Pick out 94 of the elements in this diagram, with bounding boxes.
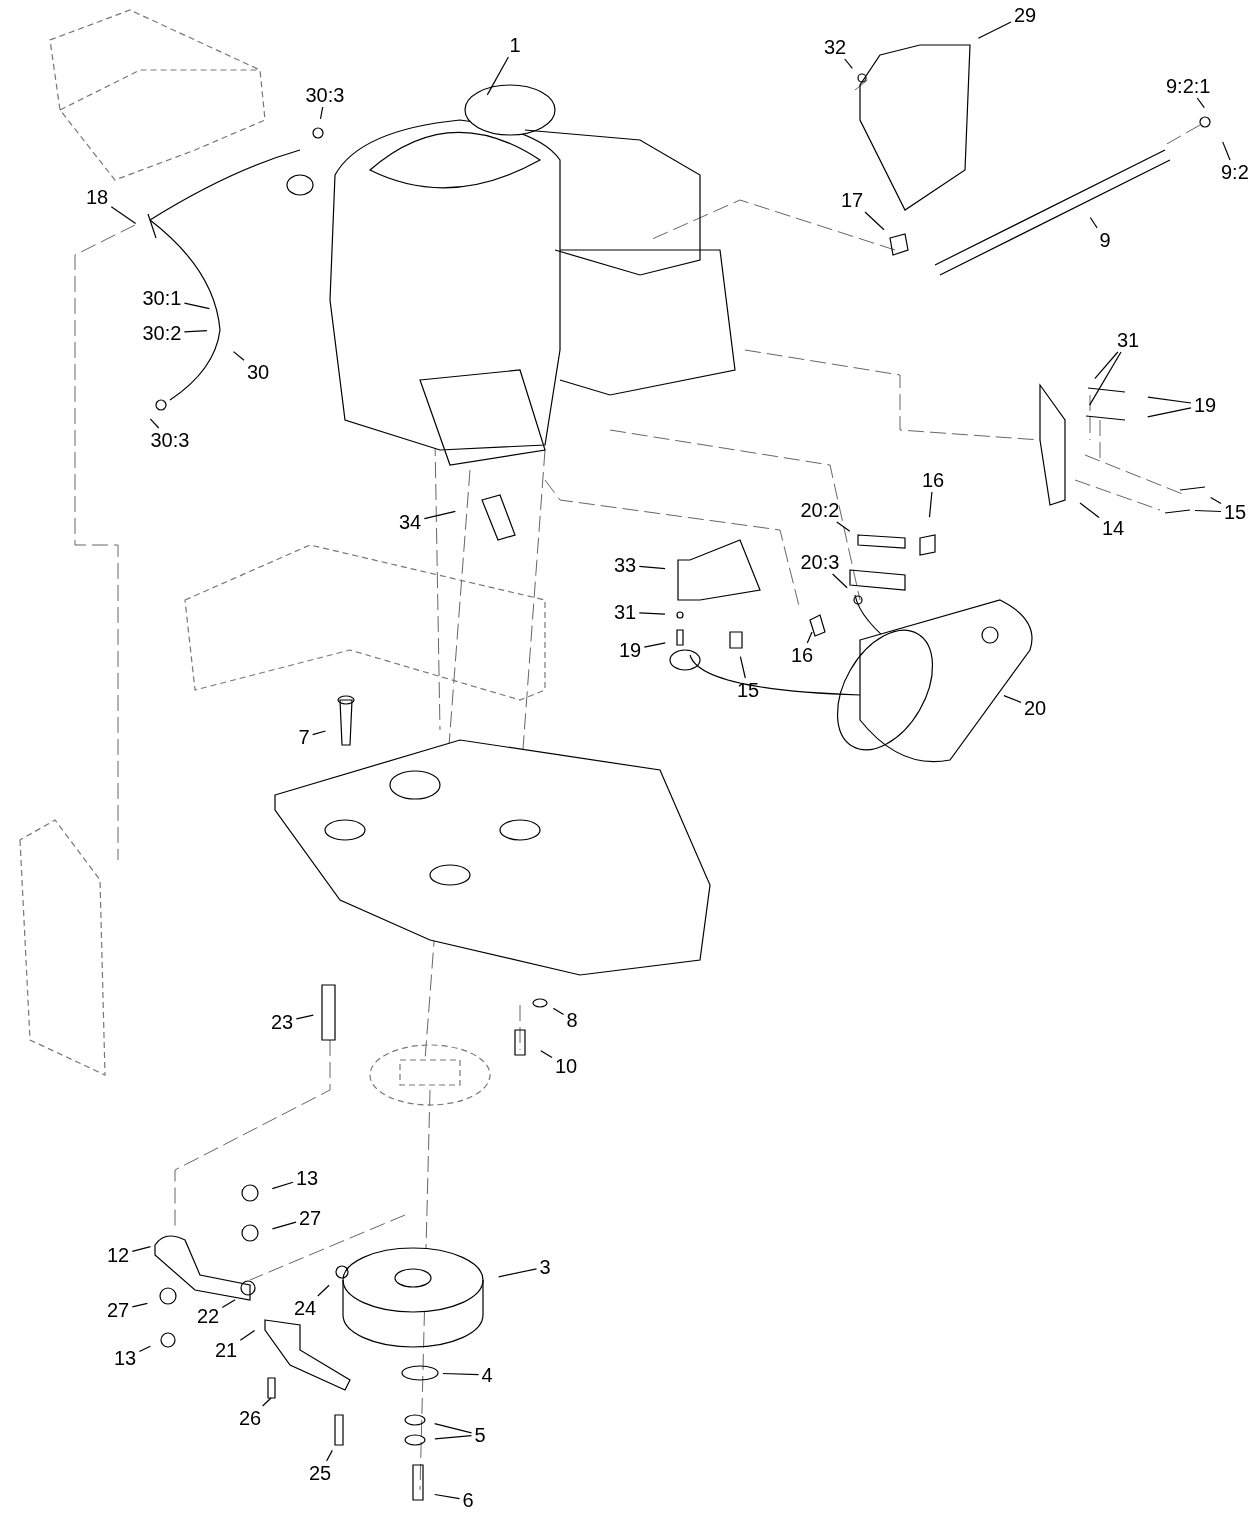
callout-number: 23 <box>270 1011 295 1033</box>
callout-number: 30:3 <box>304 84 346 106</box>
leader-line <box>110 206 137 225</box>
callout-number: 20:2 <box>799 499 841 521</box>
callout-number: 24 <box>293 1297 318 1319</box>
callout-number: 31 <box>1116 329 1141 351</box>
leader-line <box>498 1268 538 1278</box>
leader-line <box>239 1329 256 1341</box>
callout-number: 15 <box>736 679 761 701</box>
callout-number: 18 <box>85 186 110 208</box>
callout-number: 25 <box>308 1462 333 1484</box>
leader-line <box>864 211 885 231</box>
leader-line <box>271 1181 294 1190</box>
leader-line <box>1079 502 1100 518</box>
leader-line <box>1222 141 1231 161</box>
leader-line <box>1210 496 1222 505</box>
callout-number: 9:2:1 <box>1165 75 1212 97</box>
callout-number: 13 <box>113 1347 138 1369</box>
leader-line <box>442 1372 480 1376</box>
leader-line <box>423 510 456 520</box>
callout-number: 30 <box>246 361 271 383</box>
callout-number: 19 <box>618 639 643 661</box>
callout-number: 4 <box>480 1364 494 1386</box>
leader-line <box>806 631 813 644</box>
leader-line <box>1194 509 1222 513</box>
leader-line <box>317 1284 330 1297</box>
callout-number: 13 <box>295 1167 320 1189</box>
callout-number: 7 <box>297 726 311 748</box>
leader-line <box>434 1423 473 1434</box>
leader-line <box>326 1449 333 1462</box>
callout-number: 6 <box>461 1489 475 1511</box>
leader-line <box>131 1302 148 1308</box>
leader-line <box>149 418 160 429</box>
callout-number: 14 <box>1101 517 1126 539</box>
callout-number: 8 <box>565 1009 579 1031</box>
callout-number: 34 <box>398 511 423 533</box>
leader-line <box>844 58 853 69</box>
leader-line <box>138 1345 151 1353</box>
callout-number: 32 <box>823 36 848 58</box>
leader-line <box>295 1014 314 1020</box>
callout-number: 9 <box>1098 229 1112 251</box>
leader-line <box>183 302 210 310</box>
callout-number: 33 <box>613 554 638 576</box>
leader-line <box>832 573 848 589</box>
leader-line <box>836 521 851 532</box>
callout-number: 3 <box>538 1256 552 1278</box>
leader-line <box>221 1299 236 1309</box>
callout-number: 16 <box>921 469 946 491</box>
leader-line <box>638 612 666 615</box>
leader-line <box>643 642 666 648</box>
leader-line <box>1147 407 1192 418</box>
leader-line <box>486 56 509 96</box>
leader-line <box>1089 351 1122 406</box>
callout-number: 20:3 <box>799 551 841 573</box>
leader-line <box>434 1435 473 1440</box>
callout-number: 30:2 <box>141 322 183 344</box>
leader-line <box>232 351 245 361</box>
leader-line <box>739 656 746 679</box>
leader-line <box>928 491 933 518</box>
callout-number: 31 <box>613 601 638 623</box>
leader-line <box>271 1221 297 1230</box>
leader-line <box>1196 97 1205 109</box>
callout-number: 27 <box>298 1207 323 1229</box>
leader-line <box>183 330 208 333</box>
callout-number: 16 <box>790 644 815 666</box>
callout-number: 22 <box>196 1305 221 1327</box>
callout-number: 19 <box>1193 394 1218 416</box>
callout-number: 30:1 <box>141 287 183 309</box>
leader-line <box>977 21 1012 39</box>
callout-number: 29 <box>1013 4 1038 26</box>
leader-line <box>552 1007 565 1016</box>
callout-number: 27 <box>106 1299 131 1321</box>
leader-line <box>540 1050 553 1059</box>
leader-line <box>1089 216 1098 229</box>
callout-number: 26 <box>238 1407 263 1429</box>
callout-number: 15 <box>1223 501 1248 523</box>
callout-number: 12 <box>106 1244 131 1266</box>
callout-number: 1 <box>508 34 522 56</box>
callout-number: 5 <box>473 1424 487 1446</box>
leader-line <box>638 565 666 570</box>
leader-line <box>1147 396 1192 404</box>
callout-number: 17 <box>840 189 865 211</box>
callout-number: 20 <box>1023 697 1048 719</box>
leader-line <box>434 1493 461 1500</box>
leader-line <box>262 1397 272 1407</box>
leader-line <box>131 1246 152 1252</box>
callout-number: 9:2 <box>1220 161 1250 183</box>
leader-line <box>1003 695 1022 703</box>
leader-line <box>312 730 327 736</box>
callout-number: 21 <box>214 1339 239 1361</box>
callout-number: 30:3 <box>149 429 191 451</box>
leader-line <box>1094 351 1119 380</box>
leader-line <box>319 106 324 120</box>
callout-number: 10 <box>554 1055 579 1077</box>
